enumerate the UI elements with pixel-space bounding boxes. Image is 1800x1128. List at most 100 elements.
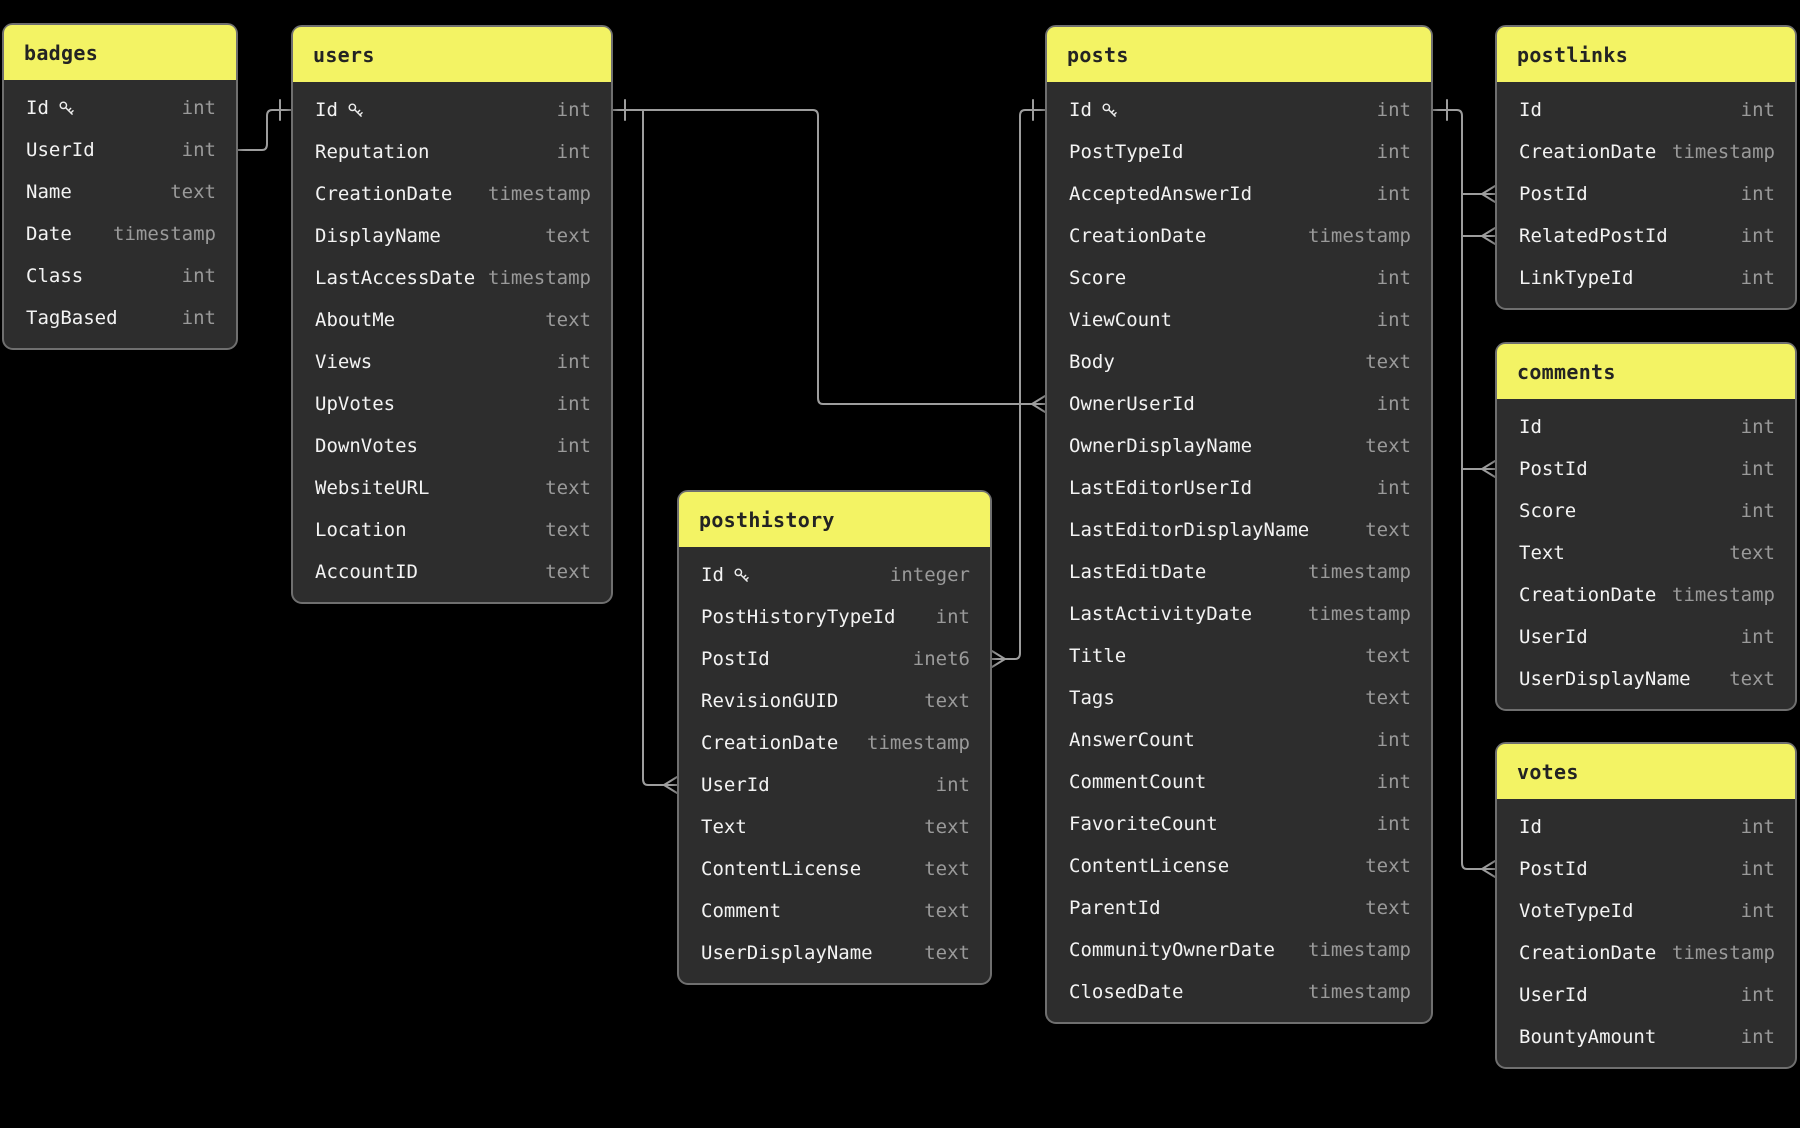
field-type: timestamp	[113, 223, 216, 245]
field-name-label: CreationDate	[1519, 584, 1657, 606]
table-postlinks-header[interactable]: postlinks	[1497, 27, 1795, 82]
field-name: DisplayName	[315, 225, 441, 247]
field-name-label: ViewCount	[1069, 309, 1172, 331]
field-type: text	[924, 858, 970, 880]
field-type: text	[545, 477, 591, 499]
field-type: text	[924, 816, 970, 838]
field-type: int	[1740, 99, 1775, 121]
field-type: int	[556, 99, 591, 121]
field-type: text	[1365, 687, 1411, 709]
field-row-badges-date[interactable]: Date timestamp	[4, 213, 236, 255]
field-name-label: OwnerUserId	[1069, 393, 1195, 415]
table-badges-header[interactable]: badges	[4, 25, 236, 80]
table-comments-header[interactable]: comments	[1497, 344, 1795, 399]
relationship-posts-postlinks-relatedpostid-many-marker	[1481, 227, 1496, 245]
field-type: int	[1376, 813, 1411, 835]
table-votes-header[interactable]: votes	[1497, 744, 1795, 799]
table-posthistory-header[interactable]: posthistory	[679, 492, 990, 547]
table-posts-header[interactable]: posts	[1047, 27, 1431, 82]
field-name: CommentCount	[1069, 771, 1206, 793]
field-name-label: ParentId	[1069, 897, 1161, 919]
field-type: int	[1376, 99, 1411, 121]
field-type: timestamp	[867, 732, 970, 754]
table-users-header[interactable]: users	[293, 27, 611, 82]
field-name: Date	[26, 223, 72, 245]
